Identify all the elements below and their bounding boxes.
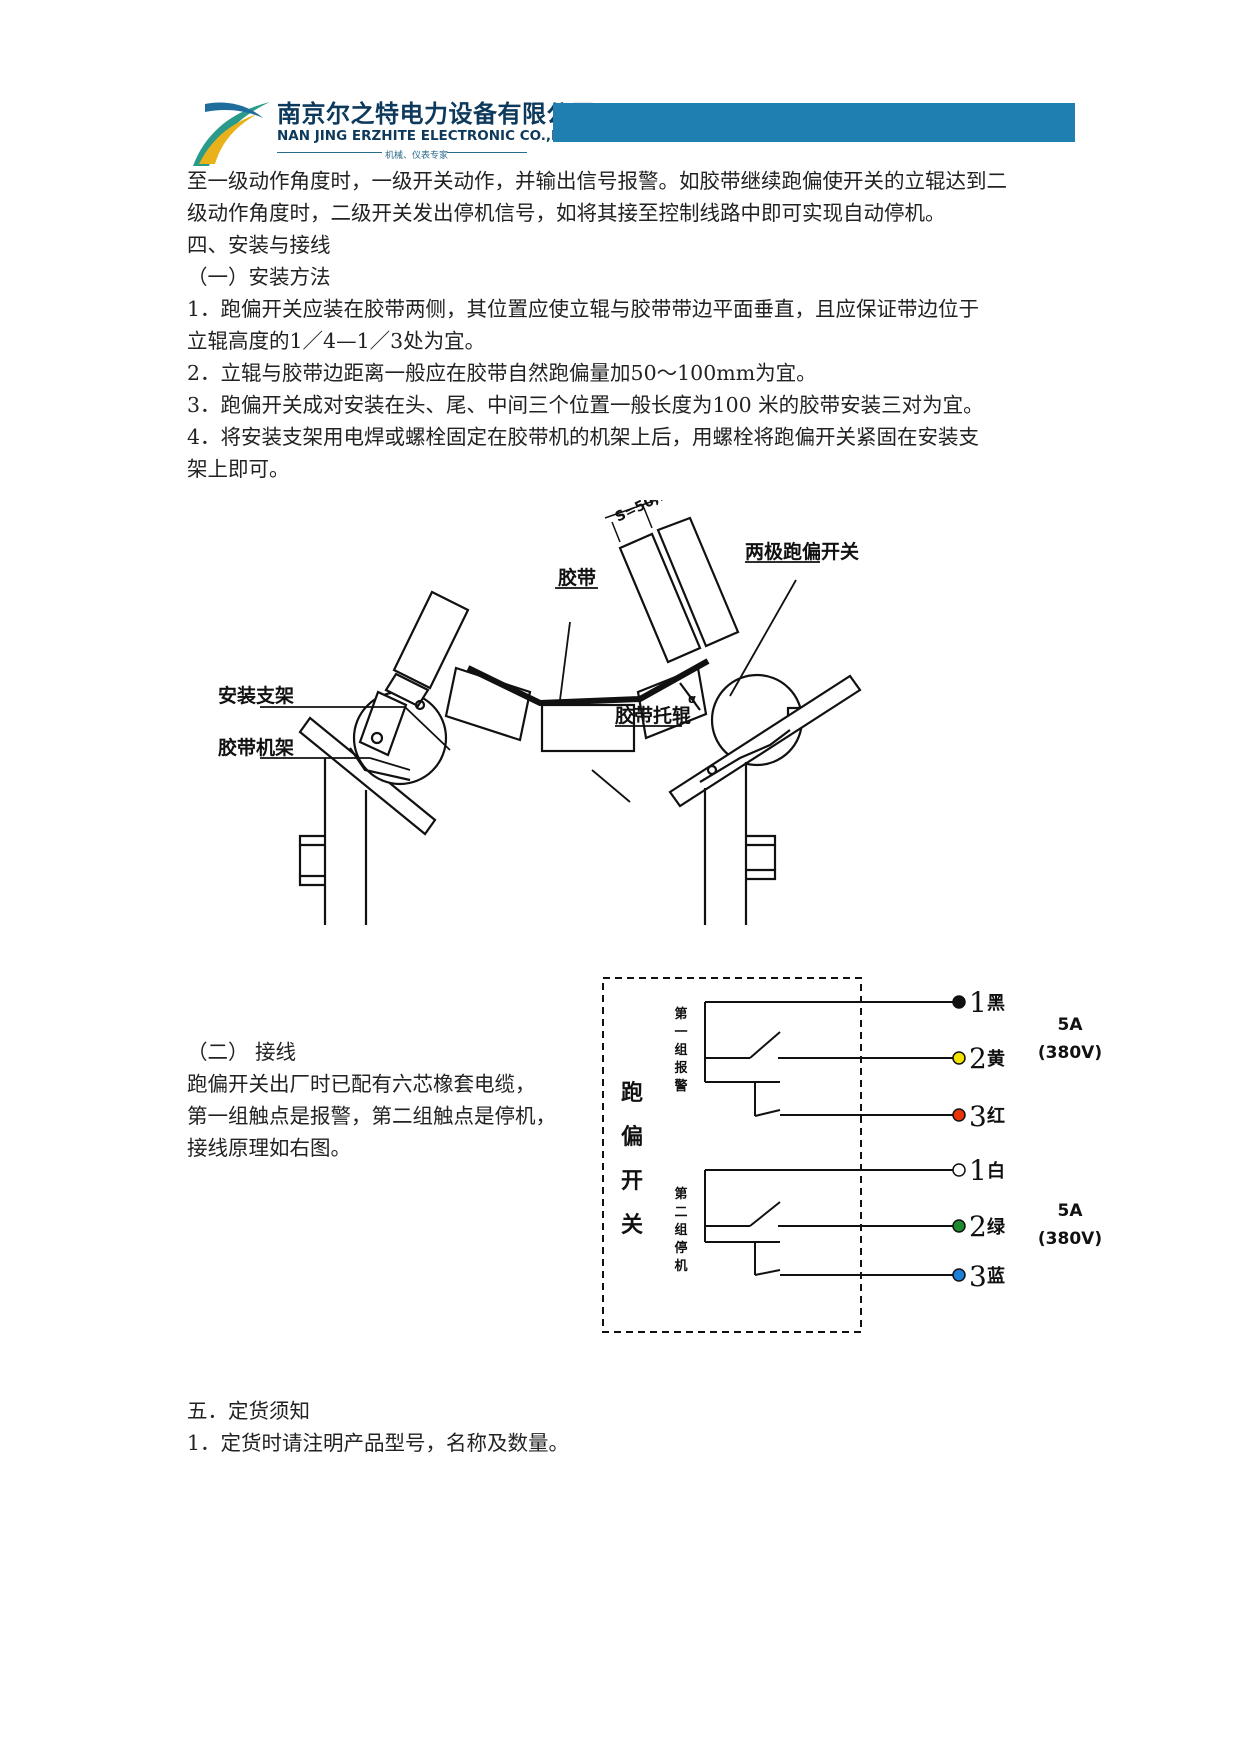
group1-rating-amp: 5A (1058, 1015, 1084, 1035)
dimension-marker (604, 500, 657, 543)
group2-label-char-1: 第 (674, 1186, 687, 1202)
switch-title-char-4: 关 (621, 1213, 643, 1238)
wiring-line-1: 跑偏开关出厂时已配有六芯橡套电缆， (187, 1072, 536, 1096)
terminal-num-3b: 3 (969, 1260, 987, 1293)
item1-line-2: 立辊高度的1／4—1／3处为宜。 (187, 329, 486, 353)
belt-assembly (444, 621, 710, 803)
item3: 3．跑偏开关成对安装在头、尾、中间三个位置一般长度为100 米的胶带安装三对为宜… (187, 393, 984, 417)
group2-circuit (704, 1169, 955, 1276)
terminal-dot-red (952, 1108, 966, 1122)
item2: 2．立辊与胶带边距离一般应在胶带自然跑偏量加50～100mm为宜。 (187, 361, 817, 385)
wiring-diagram: 1 2 3 1 2 3 黑 黄 红 白 绿 蓝 5A (380V) 5A (38… (602, 977, 1102, 1333)
left-mount (298, 590, 470, 925)
company-header: 南京尔之特电力设备有限公司 NAN JING ERZHITE ELECTRONI… (185, 88, 1075, 170)
label-angle: α (688, 692, 696, 706)
group2-label-char-4: 停 (674, 1240, 687, 1256)
order-item-1: 1．定货时请注明产品型号，名称及数量。 (187, 1431, 570, 1455)
wire-color-white: 白 (987, 1160, 1005, 1182)
group2-label-char-5: 机 (674, 1258, 687, 1274)
terminal-dot-blue (952, 1268, 966, 1282)
group2-label-char-2: 二 (674, 1205, 687, 1220)
group1-rating-volt: (380V) (1038, 1043, 1102, 1063)
section4-title: 四、安装与接线 (187, 233, 331, 257)
tagline-rule-left (277, 152, 382, 153)
terminal-num-3a: 3 (969, 1100, 987, 1133)
terminal-dot-yellow (952, 1051, 966, 1065)
wiring-line-2: 第一组触点是报警，第二组触点是停机， (187, 1104, 556, 1128)
right-mount (618, 516, 862, 925)
label-belt: 胶带 (558, 566, 596, 589)
company-name-cn: 南京尔之特电力设备有限公司 (277, 100, 596, 128)
group1-label-char-4: 报 (674, 1061, 688, 1076)
section5-title: 五．定货须知 (187, 1399, 310, 1423)
item4-line-1: 4．将安装支架用电焊或螺栓固定在胶带机的机架上后，用螺栓将跑偏开关紧固在安装支 (187, 425, 980, 449)
header-banner (553, 103, 1075, 142)
wire-color-red: 红 (987, 1105, 1005, 1127)
terminal-num-1a: 1 (969, 986, 987, 1019)
terminal-dot-white (952, 1163, 966, 1177)
company-logo-icon (193, 102, 270, 166)
switch-title-char-3: 开 (621, 1169, 643, 1194)
label-bracket: 安装支架 (218, 684, 294, 707)
group2-rating-volt: (380V) (1038, 1229, 1102, 1249)
tagline-rule-right (447, 152, 527, 153)
item4-line-2: 架上即可。 (187, 457, 290, 481)
terminal-dot-green (952, 1219, 966, 1233)
label-double-switch: 两极跑偏开关 (745, 540, 859, 563)
installation-diagram: S=50,100mm 两极跑偏开关 胶带 胶带托辊 安装支架 胶带机架 α (218, 500, 862, 925)
switch-title-char-1: 跑 (621, 1081, 643, 1106)
company-tagline: 机械、仪表专家 (385, 151, 449, 161)
sub2-title: （二） 接线 (187, 1040, 297, 1064)
group1-label-char-5: 警 (674, 1078, 687, 1094)
company-name-en: NAN JING ERZHITE ELECTRONIC CO.,LTD (277, 128, 578, 144)
wire-color-black: 黑 (987, 993, 1005, 1014)
label-idler: 胶带托辊 (615, 704, 691, 727)
intro-line-1: 至一级动作角度时，一级开关动作，并输出信号报警。如胶带继续跑偏使开关的立辊达到二 (187, 169, 1007, 193)
group2-label-char-3: 组 (674, 1222, 687, 1238)
switch-title-char-2: 偏 (621, 1124, 643, 1150)
sub1-title: （一）安装方法 (187, 265, 331, 289)
intro-line-2: 级动作角度时，二级开关发出停机信号，如将其接至控制线路中即可实现自动停机。 (187, 201, 946, 225)
group1-label-char-3: 组 (674, 1042, 687, 1058)
wire-color-blue: 蓝 (987, 1266, 1005, 1287)
group1-circuit (704, 1001, 955, 1117)
wiring-line-3: 接线原理如右图。 (187, 1136, 351, 1160)
item1-line-1: 1．跑偏开关应装在胶带两侧，其位置应使立辊与胶带带边平面垂直，且应保证带边位于 (187, 297, 980, 321)
group1-label-char-1: 第 (674, 1006, 687, 1022)
terminal-num-2a: 2 (969, 1042, 987, 1075)
terminal-num-1b: 1 (969, 1154, 987, 1187)
switch-enclosure (602, 977, 862, 1333)
terminal-num-2b: 2 (969, 1210, 987, 1243)
dimension-label: S=50,100mm (613, 500, 714, 526)
group1-label-char-2: 一 (674, 1025, 687, 1040)
terminal-dot-black (952, 995, 966, 1009)
wire-color-yellow: 黄 (987, 1048, 1005, 1070)
group2-rating-amp: 5A (1058, 1201, 1084, 1221)
wire-color-green: 绿 (987, 1216, 1006, 1238)
label-frame: 胶带机架 (218, 736, 294, 759)
